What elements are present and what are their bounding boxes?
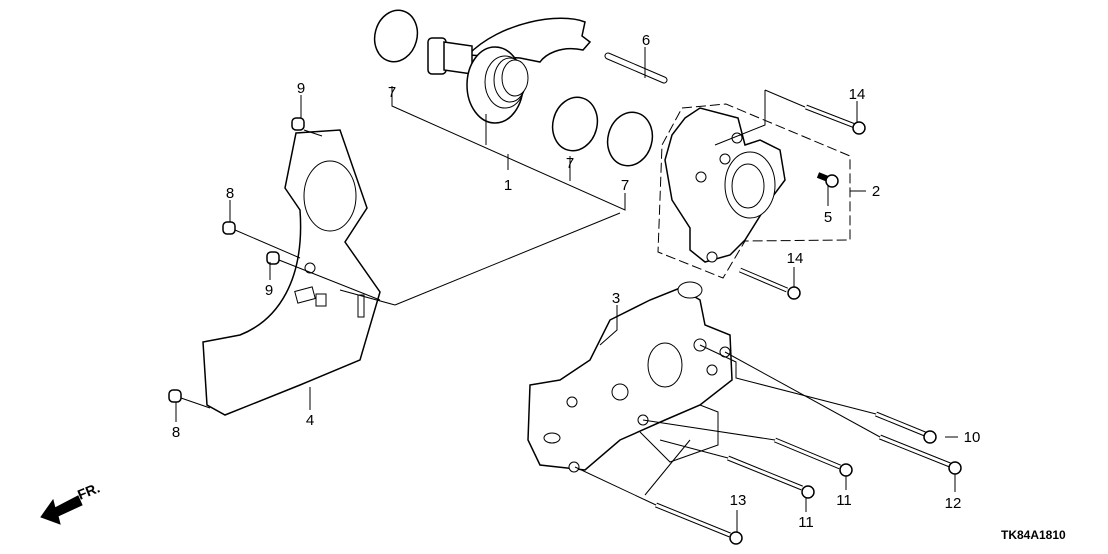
callout-7a: 7 <box>388 84 396 101</box>
callout-11a: 11 <box>798 514 814 531</box>
callout-6: 6 <box>642 32 650 49</box>
callout-11b: 11 <box>836 492 852 509</box>
flange-bolt-5[interactable] <box>816 172 839 188</box>
oil-pump-body[interactable] <box>527 281 733 473</box>
callout-8b: 8 <box>172 424 180 441</box>
callout-1: 1 <box>504 177 512 194</box>
bolt-14-lower[interactable] <box>739 267 801 300</box>
callout-7b: 7 <box>566 155 574 172</box>
separator-plate[interactable] <box>202 129 381 416</box>
sealing-ring-7a[interactable] <box>369 5 423 66</box>
dowel-pin[interactable] <box>604 52 668 84</box>
stator-shaft[interactable] <box>427 17 592 124</box>
bolt-13[interactable] <box>655 502 743 545</box>
bolt-14-upper[interactable] <box>805 104 866 135</box>
callout-8a: 8 <box>226 185 234 202</box>
shaft-housing[interactable] <box>664 107 786 263</box>
front-direction-indicator: FR. <box>40 479 102 525</box>
housing-assembly-boundary <box>657 103 851 279</box>
callout-2: 2 <box>872 183 880 200</box>
dowel-9-upper[interactable] <box>291 117 305 131</box>
bolt-11-left[interactable] <box>727 455 815 499</box>
callout-14a: 14 <box>849 86 866 103</box>
callout-9a: 9 <box>297 80 305 97</box>
leader-lines <box>175 47 958 532</box>
dowel-8-lower[interactable] <box>168 389 182 403</box>
front-label: FR. <box>75 479 102 502</box>
dowel-9-lower[interactable] <box>266 251 280 265</box>
callout-9b: 9 <box>265 282 273 299</box>
diagram-code: TK84A1810 <box>1001 528 1066 542</box>
callout-12: 12 <box>945 495 962 512</box>
bolt-10[interactable] <box>875 411 937 444</box>
dowel-8-upper[interactable] <box>222 221 236 235</box>
bolt-12[interactable] <box>879 434 962 475</box>
sealing-ring-7c[interactable] <box>602 107 658 171</box>
callout-7c: 7 <box>621 177 629 194</box>
callout-5: 5 <box>824 209 832 226</box>
callout-13: 13 <box>730 492 747 509</box>
callout-3: 3 <box>612 290 620 307</box>
front-arrow-icon <box>40 495 83 525</box>
callout-10: 10 <box>964 429 981 446</box>
callout-14b: 14 <box>787 250 804 267</box>
callout-4: 4 <box>306 412 314 429</box>
bolt-11-right[interactable] <box>774 437 853 477</box>
sealing-ring-7b[interactable] <box>547 92 603 156</box>
